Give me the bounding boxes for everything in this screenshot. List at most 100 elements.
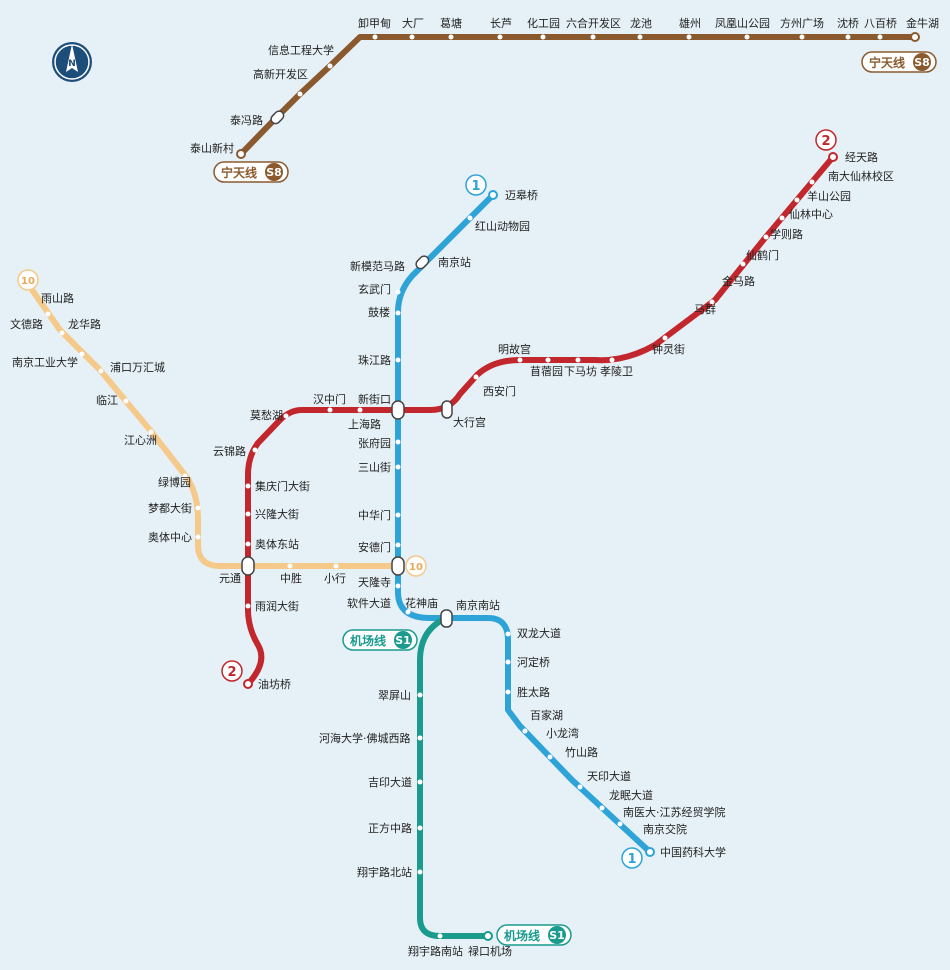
station-dot[interactable] xyxy=(395,512,401,518)
station-label: 方州广场 xyxy=(780,16,824,30)
station-dot[interactable] xyxy=(744,34,750,40)
station-dot[interactable] xyxy=(617,821,623,827)
station-dot[interactable] xyxy=(417,779,423,785)
station-label: 百家湖 xyxy=(530,708,563,722)
s8-labels: 泰山新村 泰冯路 高新开发区 信息工程大学 卸甲甸 大厂 葛塘 长芦 化工园 六… xyxy=(190,16,939,155)
station-dot[interactable] xyxy=(245,541,251,547)
station-dot[interactable] xyxy=(123,398,129,404)
l1-line-path xyxy=(395,192,653,855)
station-dot[interactable] xyxy=(505,689,511,695)
station-dot[interactable] xyxy=(686,34,692,40)
station-dot[interactable] xyxy=(877,34,883,40)
terminal-station[interactable] xyxy=(645,847,655,857)
station-dot[interactable] xyxy=(297,91,303,97)
station-dot[interactable] xyxy=(545,357,551,363)
station-dot[interactable] xyxy=(287,563,293,569)
station-dot[interactable] xyxy=(497,34,503,40)
station-dot[interactable] xyxy=(395,357,401,363)
transfer-station[interactable] xyxy=(391,556,405,576)
station-dot[interactable] xyxy=(799,34,805,40)
station-dot[interactable] xyxy=(575,357,581,363)
station-label: 双龙大道 xyxy=(517,626,561,640)
station-dot[interactable] xyxy=(372,34,378,40)
station-label: 苜蓿园 xyxy=(530,364,563,378)
station-label: 正方中路 xyxy=(368,821,412,835)
station-dot[interactable] xyxy=(409,34,415,40)
station-label: 金马路 xyxy=(722,274,755,288)
station-dot[interactable] xyxy=(252,447,258,453)
station-dot[interactable] xyxy=(763,234,769,240)
station-dot[interactable] xyxy=(59,330,65,336)
terminal-station[interactable] xyxy=(243,679,253,689)
station-dot[interactable] xyxy=(577,784,583,790)
station-dot[interactable] xyxy=(79,351,85,357)
station-dot[interactable] xyxy=(195,505,201,511)
transfer-station[interactable] xyxy=(391,400,405,420)
station-dot[interactable] xyxy=(417,692,423,698)
station-dot[interactable] xyxy=(148,429,154,435)
station-dot[interactable] xyxy=(417,735,423,741)
station-dot[interactable] xyxy=(395,464,401,470)
station-dot[interactable] xyxy=(357,407,363,413)
station-dot[interactable] xyxy=(662,335,668,341)
terminal-station[interactable] xyxy=(828,152,838,162)
station-label: 南医大·江苏经贸学院 xyxy=(623,805,726,819)
station-dot[interactable] xyxy=(709,299,715,305)
station-dot[interactable] xyxy=(517,357,523,363)
station-dot[interactable] xyxy=(505,631,511,637)
station-dot[interactable] xyxy=(327,407,333,413)
station-label: 迈皋桥 xyxy=(505,188,538,202)
terminal-station[interactable] xyxy=(910,32,920,42)
station-dot[interactable] xyxy=(395,439,401,445)
badge-code: 10 xyxy=(21,276,35,287)
station-dot[interactable] xyxy=(245,603,251,609)
station-dot[interactable] xyxy=(437,933,443,939)
transfer-station[interactable] xyxy=(440,609,453,628)
station-dot[interactable] xyxy=(637,34,643,40)
terminal-station[interactable] xyxy=(488,190,498,200)
station-dot[interactable] xyxy=(779,215,785,221)
station-dot[interactable] xyxy=(395,542,401,548)
station-dot[interactable] xyxy=(590,34,596,40)
station-dot[interactable] xyxy=(417,825,423,831)
station-dot[interactable] xyxy=(245,483,251,489)
station-label: 下马坊 xyxy=(564,364,597,378)
station-dot[interactable] xyxy=(540,34,546,40)
station-dot[interactable] xyxy=(195,534,201,540)
station-dot[interactable] xyxy=(599,805,605,811)
terminal-station[interactable] xyxy=(236,149,246,159)
station-label: 雨山路 xyxy=(41,292,74,305)
station-dot[interactable] xyxy=(448,34,454,40)
station-dot[interactable] xyxy=(609,357,615,363)
station-dot[interactable] xyxy=(547,754,553,760)
transfer-station[interactable] xyxy=(441,400,453,419)
station-dot[interactable] xyxy=(505,659,511,665)
station-label: 南京南站 xyxy=(456,598,500,612)
station-dot[interactable] xyxy=(467,215,473,221)
transfer-station[interactable] xyxy=(269,109,285,125)
station-label: 卸甲甸 xyxy=(358,16,391,30)
station-dot[interactable] xyxy=(809,179,815,185)
station-label: 羊山公园 xyxy=(807,189,851,203)
station-dot[interactable] xyxy=(395,289,401,295)
station-dot[interactable] xyxy=(845,34,851,40)
terminal-station[interactable] xyxy=(483,931,493,941)
station-dot[interactable] xyxy=(283,413,289,419)
station-dot[interactable] xyxy=(98,368,104,374)
station-dot[interactable] xyxy=(45,311,51,317)
transfer-station[interactable] xyxy=(414,254,430,270)
station-dot[interactable] xyxy=(327,63,333,69)
station-dot[interactable] xyxy=(395,583,401,589)
station-dot[interactable] xyxy=(245,511,251,517)
station-dot[interactable] xyxy=(740,261,746,267)
station-dot[interactable] xyxy=(333,563,339,569)
transfer-station[interactable] xyxy=(241,556,255,576)
station-dot[interactable] xyxy=(473,374,479,380)
station-dot[interactable] xyxy=(794,197,800,203)
station-dot[interactable] xyxy=(182,473,188,479)
station-dot[interactable] xyxy=(405,609,411,615)
station-dot[interactable] xyxy=(395,310,401,316)
station-dot[interactable] xyxy=(417,869,423,875)
station-label: 三山街 xyxy=(358,460,391,474)
station-dot[interactable] xyxy=(522,728,528,734)
